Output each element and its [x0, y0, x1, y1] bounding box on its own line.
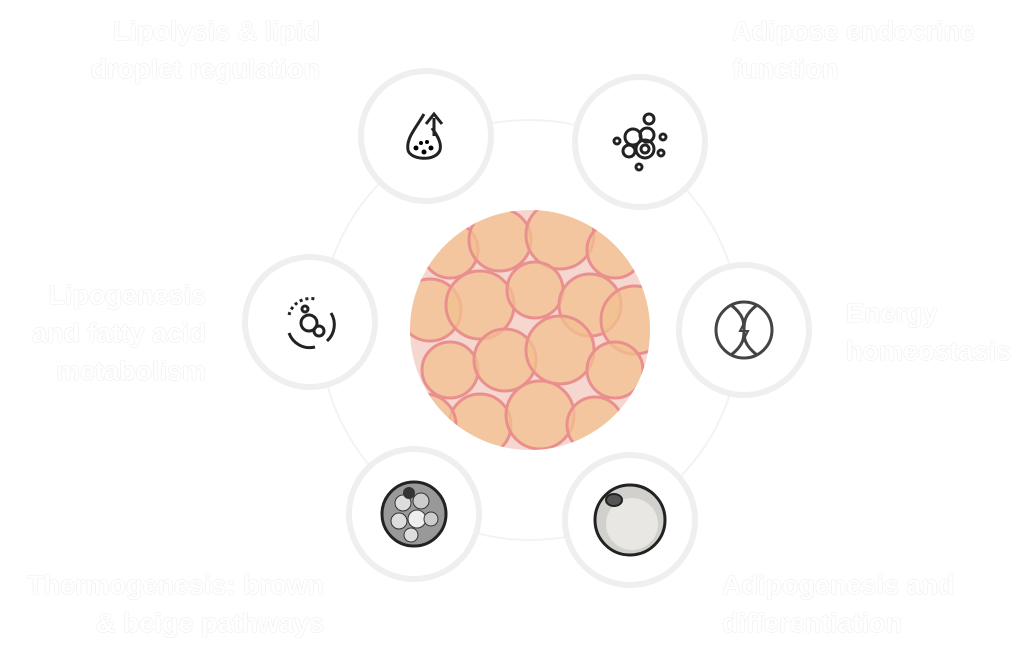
- node-thermogenesis: [346, 446, 482, 582]
- fat-cell: [505, 260, 565, 320]
- fat-cell: [524, 314, 596, 386]
- adipose-tissue-image: [410, 210, 650, 450]
- node-lipolysis: [358, 68, 494, 204]
- node-adipogenesis: [562, 452, 698, 588]
- fat-cell: [585, 340, 645, 400]
- label-thermogenesis: Thermogenesis: brown& beige pathways: [26, 570, 324, 638]
- fat-cell: [420, 340, 480, 400]
- secretory-vesicles-icon: [612, 112, 668, 172]
- node-endocrine: [572, 74, 708, 210]
- adipocyte-icon: [593, 483, 667, 557]
- fat-cell: [504, 379, 576, 450]
- node-energy: [676, 262, 812, 398]
- lipid-droplet-arrow-icon: [406, 111, 444, 160]
- node-lipogenesis: [242, 254, 378, 390]
- metabolic-cycle-icon: [287, 297, 336, 350]
- dna-energy-icon: [714, 300, 774, 360]
- brown-fat-cell-icon: [380, 480, 448, 548]
